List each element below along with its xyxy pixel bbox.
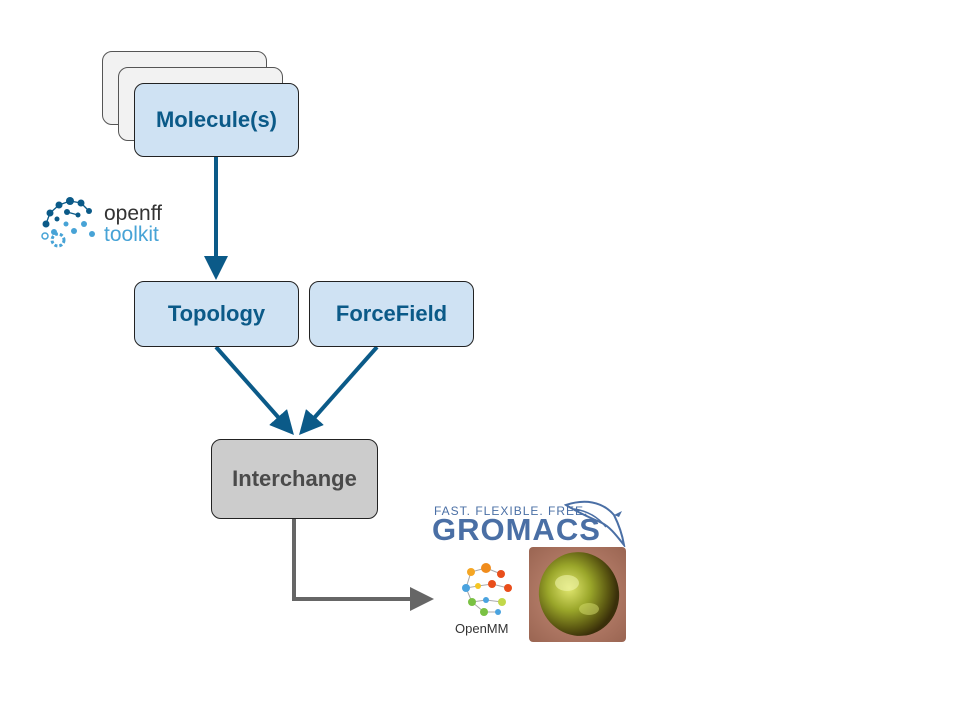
gromacs-wordmark: GROMACS (432, 512, 601, 547)
openff-toolkit-logo (41, 197, 95, 248)
toolkit-logo-word: toolkit (104, 223, 159, 246)
edge-forcefield-to-interchange (299, 345, 379, 435)
edge-interchange-to-engines (292, 519, 434, 611)
amber-gem-image (529, 547, 626, 642)
openmm-label: OpenMM (455, 621, 509, 636)
forcefield-node: ForceField (309, 281, 474, 347)
molecule-node: Molecule(s) (134, 83, 299, 157)
edge-topology-to-interchange (214, 345, 294, 435)
interchange-node: Interchange (211, 439, 378, 519)
openmm-network-logo (462, 563, 512, 616)
openff-logo-word: openff (104, 202, 163, 225)
topology-node: Topology (134, 281, 299, 347)
gromacs-tagline: FAST. FLEXIBLE. FREE. (434, 504, 589, 518)
gromacs-bird-logo (564, 500, 626, 547)
